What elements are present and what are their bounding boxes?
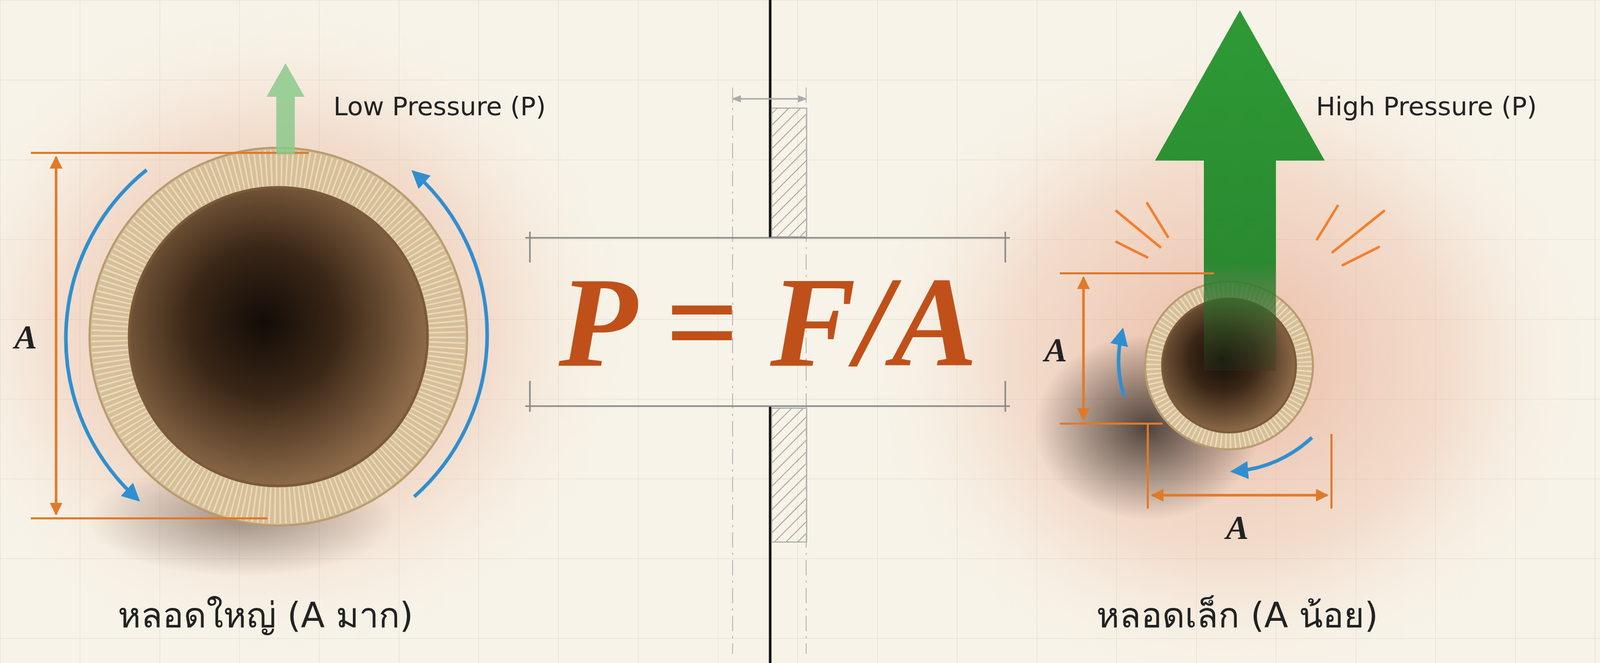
pressure-label: Low Pressure (P) — [333, 92, 546, 122]
center-line — [769, 405, 772, 663]
caption-label: หลอดใหญ่ (A มาก) — [117, 595, 414, 636]
flow-arrow — [65, 169, 147, 497]
dimension-label: A — [14, 317, 38, 357]
flow-arrow — [1237, 437, 1312, 471]
dimension-line — [1151, 493, 1328, 497]
extension-line — [30, 517, 268, 520]
flow-arrow — [1118, 334, 1125, 397]
formula-frame — [525, 405, 1010, 407]
caption-label: หลอดเล็ก (A น้อย) — [1096, 595, 1379, 636]
formula-frame — [1004, 231, 1007, 263]
pressure-arrow — [1154, 10, 1325, 371]
large-tube — [89, 147, 468, 526]
dimension-label: A — [1225, 507, 1249, 547]
formula-text: P = F/A — [558, 251, 978, 393]
formula-box: P = F/A — [546, 245, 990, 398]
dimension-line — [732, 98, 807, 100]
hatch — [771, 407, 807, 542]
extension-line — [30, 151, 309, 154]
emphasis-rays — [1116, 203, 1384, 265]
dimension-line — [1082, 277, 1086, 420]
pressure-arrow — [266, 63, 305, 155]
formula-frame — [529, 380, 531, 412]
extension-line — [1059, 272, 1215, 275]
flow-arrow — [414, 174, 488, 497]
hatch — [771, 108, 807, 237]
dimension-line — [55, 156, 58, 514]
glow — [0, 0, 638, 659]
dimension-label: A — [1044, 330, 1068, 370]
extension-line — [1330, 433, 1333, 509]
formula-frame — [525, 237, 1010, 239]
formula-frame — [529, 231, 531, 263]
pressure-label: High Pressure (P) — [1316, 92, 1537, 122]
center-line — [769, 0, 772, 238]
extension-line — [1146, 423, 1149, 509]
formula-frame — [1004, 380, 1007, 412]
